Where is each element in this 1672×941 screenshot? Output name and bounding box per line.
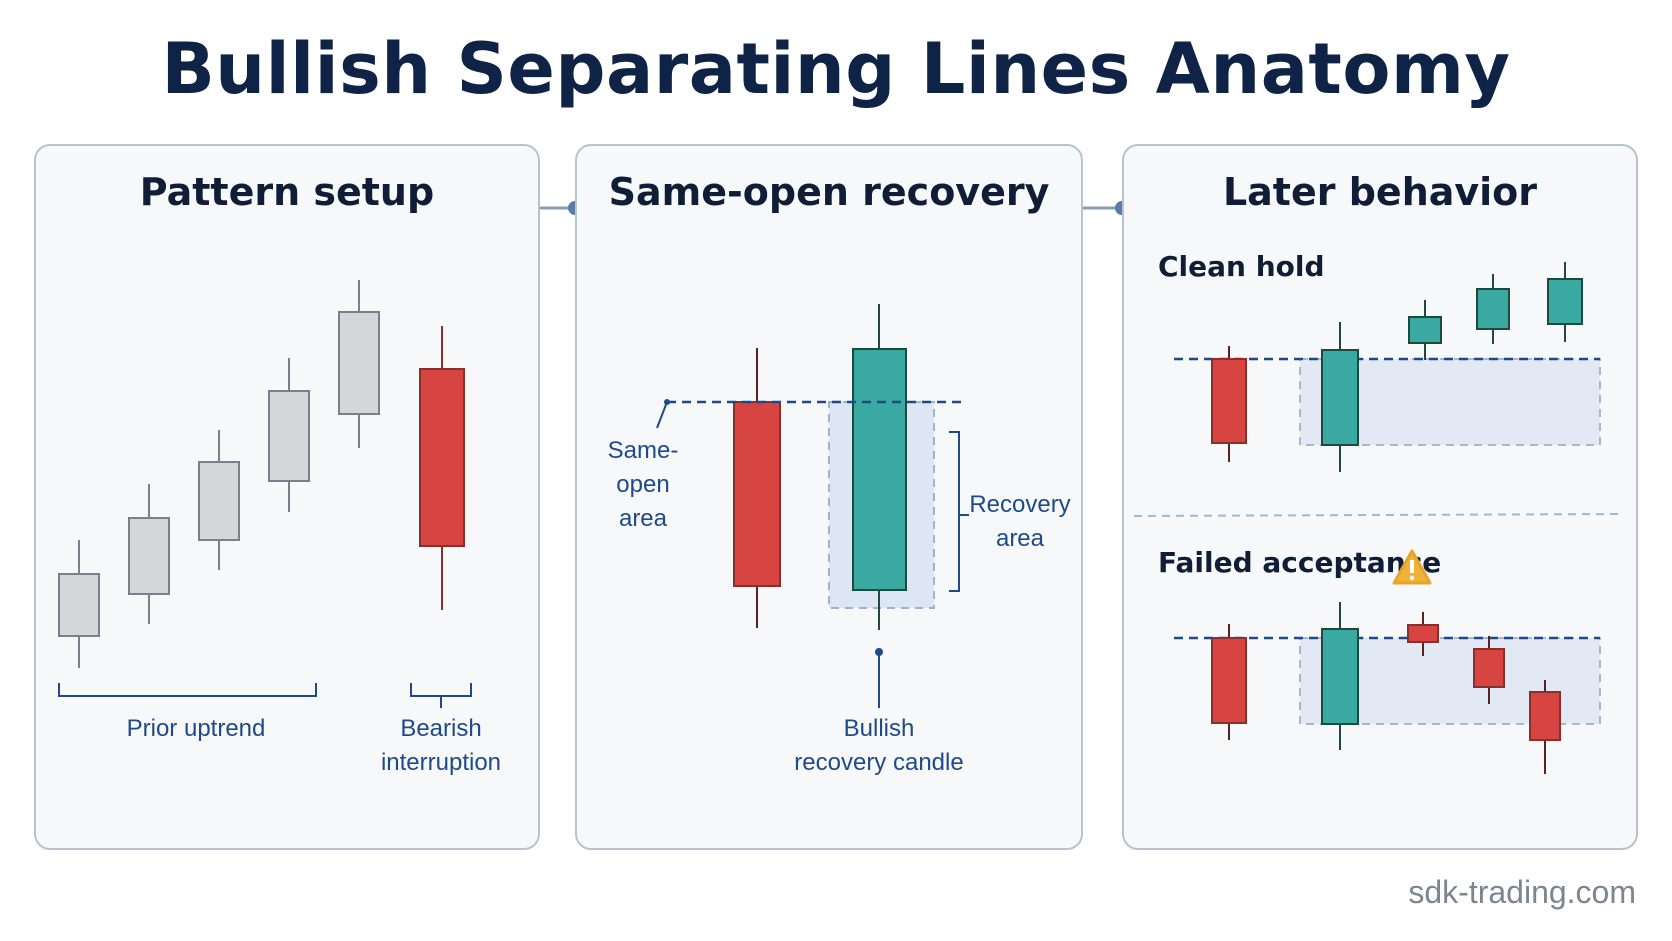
panel-title-recovery: Same-open recovery bbox=[608, 170, 1050, 214]
bearish-candle bbox=[733, 401, 781, 587]
panel-pattern-setup: Pattern setup Prior uptrend Bearish inte… bbox=[34, 144, 540, 850]
recovery-bracket bbox=[949, 431, 969, 592]
hold-candle-4 bbox=[1476, 288, 1510, 330]
panel-later-behavior: Later behavior Clean hold Failed accepta… bbox=[1122, 144, 1638, 850]
label-bullish-recovery-candle: Bullish recovery candle bbox=[794, 715, 964, 776]
hold-bearish-candle bbox=[1211, 358, 1247, 444]
hold-candle-3 bbox=[1408, 316, 1442, 344]
fail-bullish-candle bbox=[1321, 628, 1359, 725]
bullish-candle bbox=[852, 348, 907, 591]
label-recovery-area: Recovery area bbox=[969, 491, 1071, 552]
label-prior-uptrend: Prior uptrend bbox=[126, 715, 266, 742]
later-chart bbox=[1133, 262, 1625, 774]
warning-icon bbox=[1392, 549, 1432, 585]
bearish-candle bbox=[419, 368, 465, 547]
scenario-separator bbox=[1133, 513, 1625, 517]
hold-bullish-candle bbox=[1321, 349, 1359, 446]
setup-chart bbox=[58, 280, 472, 708]
label-bearish-interruption: Bearish interruption bbox=[380, 715, 502, 776]
fail-candle-5 bbox=[1529, 691, 1561, 741]
scenario-clean-hold: Clean hold bbox=[1158, 250, 1325, 283]
panel-same-open-recovery: Same-open recovery Same-open area Recove… bbox=[575, 144, 1083, 850]
uptrend-bracket bbox=[58, 683, 317, 697]
page-title: Bullish Separating Lines Anatomy bbox=[161, 28, 1511, 110]
bearish-bracket bbox=[410, 683, 472, 708]
recovery-chart bbox=[656, 304, 969, 708]
panel-title-later: Later behavior bbox=[1222, 170, 1538, 214]
fail-candle-4 bbox=[1473, 648, 1505, 688]
scenario-failed-acceptance: Failed acceptance bbox=[1158, 546, 1442, 579]
fail-candle-3 bbox=[1407, 624, 1439, 643]
label-same-open-area: Same-open area bbox=[607, 437, 679, 532]
fail-bearish-candle bbox=[1211, 637, 1247, 724]
panel-title-setup: Pattern setup bbox=[139, 170, 435, 214]
hold-candle-5 bbox=[1547, 278, 1583, 325]
footer-watermark: sdk-trading.com bbox=[1408, 874, 1636, 910]
